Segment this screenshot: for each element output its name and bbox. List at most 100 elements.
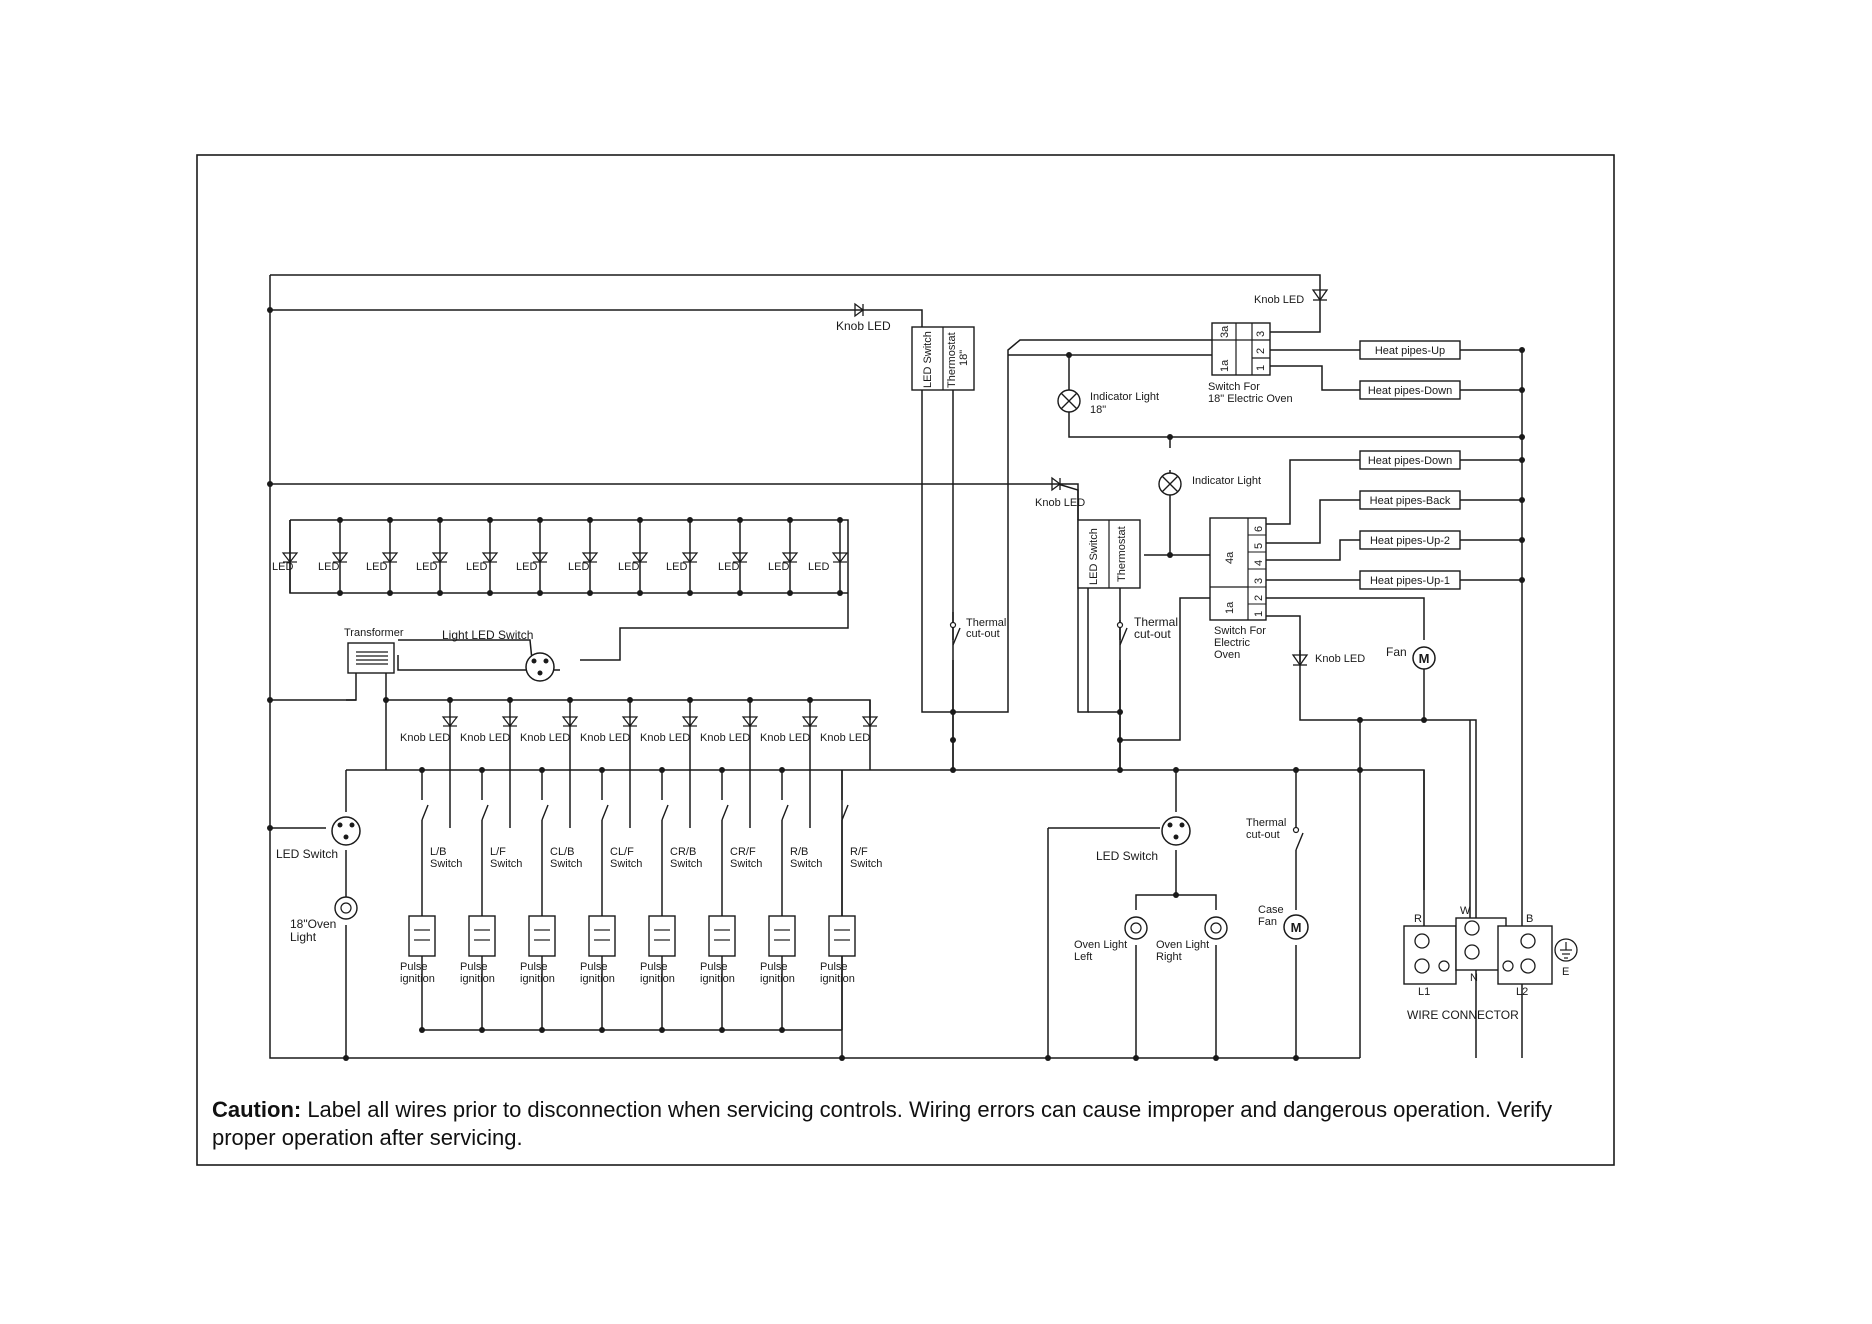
led-label: LED xyxy=(318,561,339,573)
terminal-5: 5 xyxy=(1253,543,1265,549)
knob-led: Knob LED xyxy=(760,700,819,828)
knob-led-label: Knob LED xyxy=(836,319,891,333)
terminal-2: 2 xyxy=(1253,595,1265,601)
case-label: Case xyxy=(1258,904,1284,916)
case-fan-label: Fan xyxy=(1258,916,1277,928)
burner-switch-name: CL/B xyxy=(550,846,574,858)
led-row: LED LED LED LED LED LED LED LED LED LED … xyxy=(272,520,849,593)
knob-led-label: Knob LED xyxy=(460,732,510,744)
knob-led-18-top: Knob LED xyxy=(836,302,891,333)
pulse-label: Pulse xyxy=(640,961,668,973)
terminal-4: 4 xyxy=(1253,560,1265,566)
led-switch-thermostat-eo: LED Switch Thermostat xyxy=(1077,519,1141,589)
thermal-cutout-18: Thermal cut-out xyxy=(949,617,1006,646)
terminal-e: E xyxy=(1562,966,1569,978)
pulse-label: Pulse xyxy=(580,961,608,973)
switch-eo-label-2: Electric xyxy=(1214,637,1251,649)
terminal-b: B xyxy=(1526,913,1533,925)
diagram-frame xyxy=(196,154,1615,1166)
oven-light-left-label-1: Oven Light xyxy=(1074,939,1127,951)
pulse-label: Pulse xyxy=(700,961,728,973)
knob-led-label: Knob LED xyxy=(820,732,870,744)
motor-symbol: M xyxy=(1291,920,1302,935)
pulse-label: Pulse xyxy=(820,961,848,973)
oven-light-right: Oven Light Right xyxy=(1156,916,1228,963)
thermostat-label: Thermostat xyxy=(1116,526,1128,582)
oven-light-right-label-1: Oven Light xyxy=(1156,939,1209,951)
knob-led: Knob LED xyxy=(580,700,639,828)
led: LED xyxy=(416,520,449,593)
led-label: LED xyxy=(466,561,487,573)
switch-label: Switch xyxy=(610,858,642,870)
transformer-wiring xyxy=(270,639,560,770)
thermal-label: Thermal xyxy=(1246,817,1286,829)
terminal-6: 6 xyxy=(1253,526,1265,532)
knob-led-row: Knob LED Knob LED Knob LED Knob LED Knob… xyxy=(400,700,879,828)
switch-label: Switch xyxy=(670,858,702,870)
terminal-3a: 3a xyxy=(1219,325,1231,338)
led-label: LED xyxy=(618,561,639,573)
led-switch-label: LED Switch xyxy=(1088,528,1100,585)
wire-connector: R W B L1 N L2 E WIRE CONNECTOR xyxy=(1403,905,1578,1022)
thermostat-18-label: 18" xyxy=(958,350,970,366)
led-label: LED xyxy=(568,561,589,573)
burner-switch-name: CL/F xyxy=(610,846,634,858)
caution-note: Caution: Label all wires prior to discon… xyxy=(212,1096,1612,1152)
heat-pipe-label: Heat pipes-Down xyxy=(1368,385,1452,397)
ignition-label: ignition xyxy=(700,973,735,985)
knob-led-top-right: Knob LED xyxy=(1254,289,1329,306)
terminal-3: 3 xyxy=(1255,331,1267,337)
switch-18-label-1: Switch For xyxy=(1208,381,1260,393)
oven-light-18-label-2: Light xyxy=(290,930,317,944)
caution-title: Caution: xyxy=(212,1097,302,1122)
fan-motor: M Fan xyxy=(1386,645,1436,670)
thermal-label: Thermal xyxy=(1134,615,1178,629)
switch-label: Switch xyxy=(730,858,762,870)
heat-pipe-label: Heat pipes-Up xyxy=(1375,345,1445,357)
thermostat-label: Thermostat xyxy=(946,332,958,388)
led-string xyxy=(289,519,849,661)
led-label: LED xyxy=(666,561,687,573)
burner-switch-name: CR/B xyxy=(670,846,696,858)
led: LED xyxy=(666,520,699,593)
led: LED xyxy=(466,520,499,593)
led-switch-thermostat-18: LED Switch Thermostat 18" xyxy=(911,326,975,391)
indicator-light-18: Indicator Light 18" xyxy=(1057,389,1159,416)
knob-led: Knob LED xyxy=(400,700,459,828)
indicator-light-electric-oven: Indicator Light xyxy=(1158,472,1261,496)
switch-label: Switch xyxy=(850,858,882,870)
terminal-r: R xyxy=(1414,913,1422,925)
led-label: LED xyxy=(768,561,789,573)
burner-switch-name: R/B xyxy=(790,846,808,858)
led: LED xyxy=(516,520,549,593)
light-led-switch-label: Light LED Switch xyxy=(442,628,533,642)
led: LED xyxy=(318,520,349,593)
terminal-l1: L1 xyxy=(1418,986,1430,998)
ignition-label: ignition xyxy=(580,973,615,985)
knob-led: Knob LED xyxy=(460,700,519,828)
knob-led-label: Knob LED xyxy=(1315,653,1365,665)
led-switch-18-oven: LED Switch xyxy=(276,816,361,861)
oven-led-switch: LED Switch xyxy=(1096,816,1191,863)
knob-led-label: Knob LED xyxy=(580,732,630,744)
pulse-label: Pulse xyxy=(760,961,788,973)
knob-led-label: Knob LED xyxy=(760,732,810,744)
terminal-1a: 1a xyxy=(1224,601,1236,614)
indicator-light-18-label: 18" xyxy=(1090,404,1106,416)
cut-out-label: cut-out xyxy=(1134,627,1171,641)
indicator-light-label: Indicator Light xyxy=(1090,391,1159,403)
motor-symbol: M xyxy=(1419,651,1430,666)
heat-pipe-label: Heat pipes-Down xyxy=(1368,455,1452,467)
knob-led-eo-lower: Knob LED xyxy=(1291,653,1365,667)
knob-led-label: Knob LED xyxy=(640,732,690,744)
ignition-label: ignition xyxy=(760,973,795,985)
switch-18-electric-oven: 3a 1a 3 2 1 Switch For 18" Electric Oven xyxy=(1208,322,1293,405)
led-switch-label: LED Switch xyxy=(922,331,934,388)
heat-pipes: Heat pipes-Up Heat pipes-Down Heat pipes… xyxy=(1359,340,1461,590)
ignition-label: ignition xyxy=(520,973,555,985)
